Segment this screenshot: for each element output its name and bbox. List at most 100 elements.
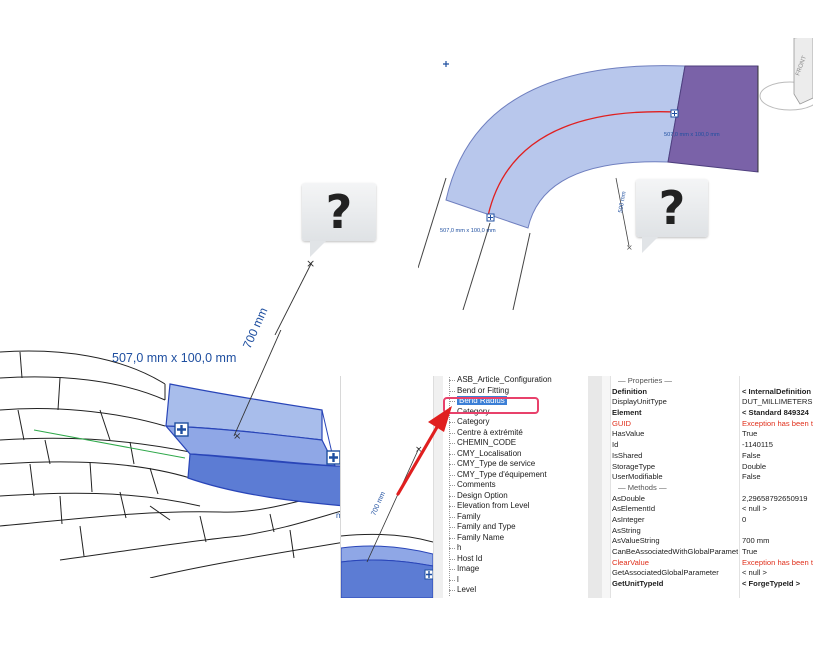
view-cube-icon[interactable]: FRONT [759,38,813,111]
question-callout: ? [636,179,708,253]
property-value: < null > [742,504,767,514]
size-label: 507,0 mm x 100,0 mm [440,228,496,234]
parameter-tree-item[interactable]: CHEMIN_CODE [449,438,589,449]
property-name: Id [612,440,619,450]
property-name: CanBeAssociatedWithGlobalParameters [612,547,738,556]
property-row[interactable]: AsInteger 0 [588,515,813,526]
grip-icon[interactable] [486,213,495,222]
property-name: GetUnitTypeId [612,579,664,589]
parameter-tree-item[interactable]: Elevation from Level [449,501,589,512]
parameter-tree-item[interactable]: Design Option [449,491,589,502]
parameter-tree-item[interactable]: Level [449,585,589,596]
duct-edge [341,533,433,543]
parameter-tree-item[interactable]: CMY_Type d'équipement [449,470,589,481]
parameter-tree-item[interactable]: Category [449,407,589,418]
property-name: — Methods — [618,482,667,492]
highlight-box [443,397,539,414]
property-row[interactable]: Id -1140115 [588,440,813,451]
parameter-tree-item[interactable]: Family [449,512,589,523]
property-row[interactable]: Definition< InternalDefinition [588,387,813,398]
property-name: AsElementId [612,504,656,514]
scrollbar[interactable] [433,376,443,598]
parameter-tree-item[interactable]: Bend Radius [449,396,589,407]
property-name: StorageType [612,461,656,471]
property-value: Double [742,461,767,471]
grip-icon[interactable] [326,450,341,465]
property-value: -1140115 [742,440,773,450]
property-value: DUT_MILLIMETERS [742,397,813,407]
size-label: 507,0 mm x 100,0 mm [112,351,237,365]
property-row[interactable]: GetAssociatedGlobalParameter < null > [588,568,813,579]
property-value: < null > [742,568,767,578]
size-label: 507,0 mm x 100,0 mm [664,132,720,138]
parameter-tree-item[interactable]: l [449,575,589,586]
parameter-tree-item[interactable]: Comments [449,480,589,491]
property-value: < InternalDefinition [742,386,811,396]
grip-icon[interactable] [670,109,679,118]
property-row[interactable]: — Properties — [588,376,813,387]
property-value: 0 [742,514,747,524]
property-value: 700 mm [742,536,770,546]
dimension-tick: × [233,431,241,442]
property-row[interactable]: DisplayUnitType DUT_MILLIMETERS [588,397,813,408]
svg-text:×: × [415,445,423,455]
parameter-tree-item[interactable]: Category [449,417,589,428]
property-row[interactable]: AsString [588,526,813,537]
small-duct-view: × 700 mm [341,445,433,598]
selected-duct[interactable] [341,559,433,598]
guide-line [512,232,531,310]
property-name: GetAssociatedGlobalParameter [612,568,719,578]
property-row[interactable]: Element< Standard 849324 [588,408,813,419]
property-name: AsInteger [612,514,645,524]
parameter-tree-item[interactable]: CMY_Type de service [449,459,589,470]
duct-run-drawing: × × mm [0,330,345,578]
pointer-arrow [396,406,452,496]
parameter-tree-item[interactable]: Image [449,564,589,575]
radius-dimension-text: 500 mm [618,191,628,213]
duct-edge [0,492,201,507]
parameter-tree-item[interactable]: h [449,543,589,554]
grip-icon[interactable] [424,569,433,580]
parameter-tree-item[interactable]: Bend or Fitting [449,386,589,397]
property-grid: — Properties —Definition< InternalDefini… [588,376,813,598]
parameter-tree-item[interactable]: Family Name [449,533,589,544]
property-grid-panel: — Properties —Definition< InternalDefini… [588,376,813,598]
bend-drawing: 500 mm × 507,0 mm x 100,0 mm 507,0 mm x … [418,38,813,310]
connector-line [33,429,186,459]
property-row[interactable]: GetUnitTypeId< ForgeTypeId > [588,579,813,590]
duct-edge [0,376,166,401]
duct-edge [149,541,345,578]
bend-fitting[interactable] [445,65,686,229]
property-name: Element [612,408,642,418]
property-row[interactable]: CanBeAssociatedWithGlobalParameters True [588,547,813,558]
property-value: True [742,547,758,556]
parameter-tree-item[interactable]: ASB_Article_Configuration [449,376,589,386]
property-row[interactable]: StorageType Double [588,462,813,473]
property-name: DisplayUnitType [612,397,667,407]
guide-line [418,177,447,269]
duct-edge [0,408,166,427]
property-row[interactable]: AsValueString 700 mm [588,536,813,547]
selected-duct[interactable] [187,453,345,507]
parameter-tree-item[interactable]: Family and Type [449,522,589,533]
grip-icon[interactable] [174,422,189,437]
property-value: Exception has been thro [742,418,813,428]
parameter-tree-item[interactable]: Host Id [449,554,589,565]
property-value: Exception has been thro [742,557,813,567]
parameter-tree-item[interactable]: CMY_Localisation [449,449,589,460]
origin-marker-icon [443,61,449,67]
property-row[interactable]: — Methods — [588,483,813,494]
radius-dimension-line [615,177,630,247]
property-row[interactable]: AsElementId < null > [588,504,813,515]
property-name: AsValueString [612,536,660,546]
parameter-tree-item[interactable]: Centre à extrémité [449,428,589,439]
plan-view-bend: 500 mm × 507,0 mm x 100,0 mm 507,0 mm x … [418,38,813,310]
